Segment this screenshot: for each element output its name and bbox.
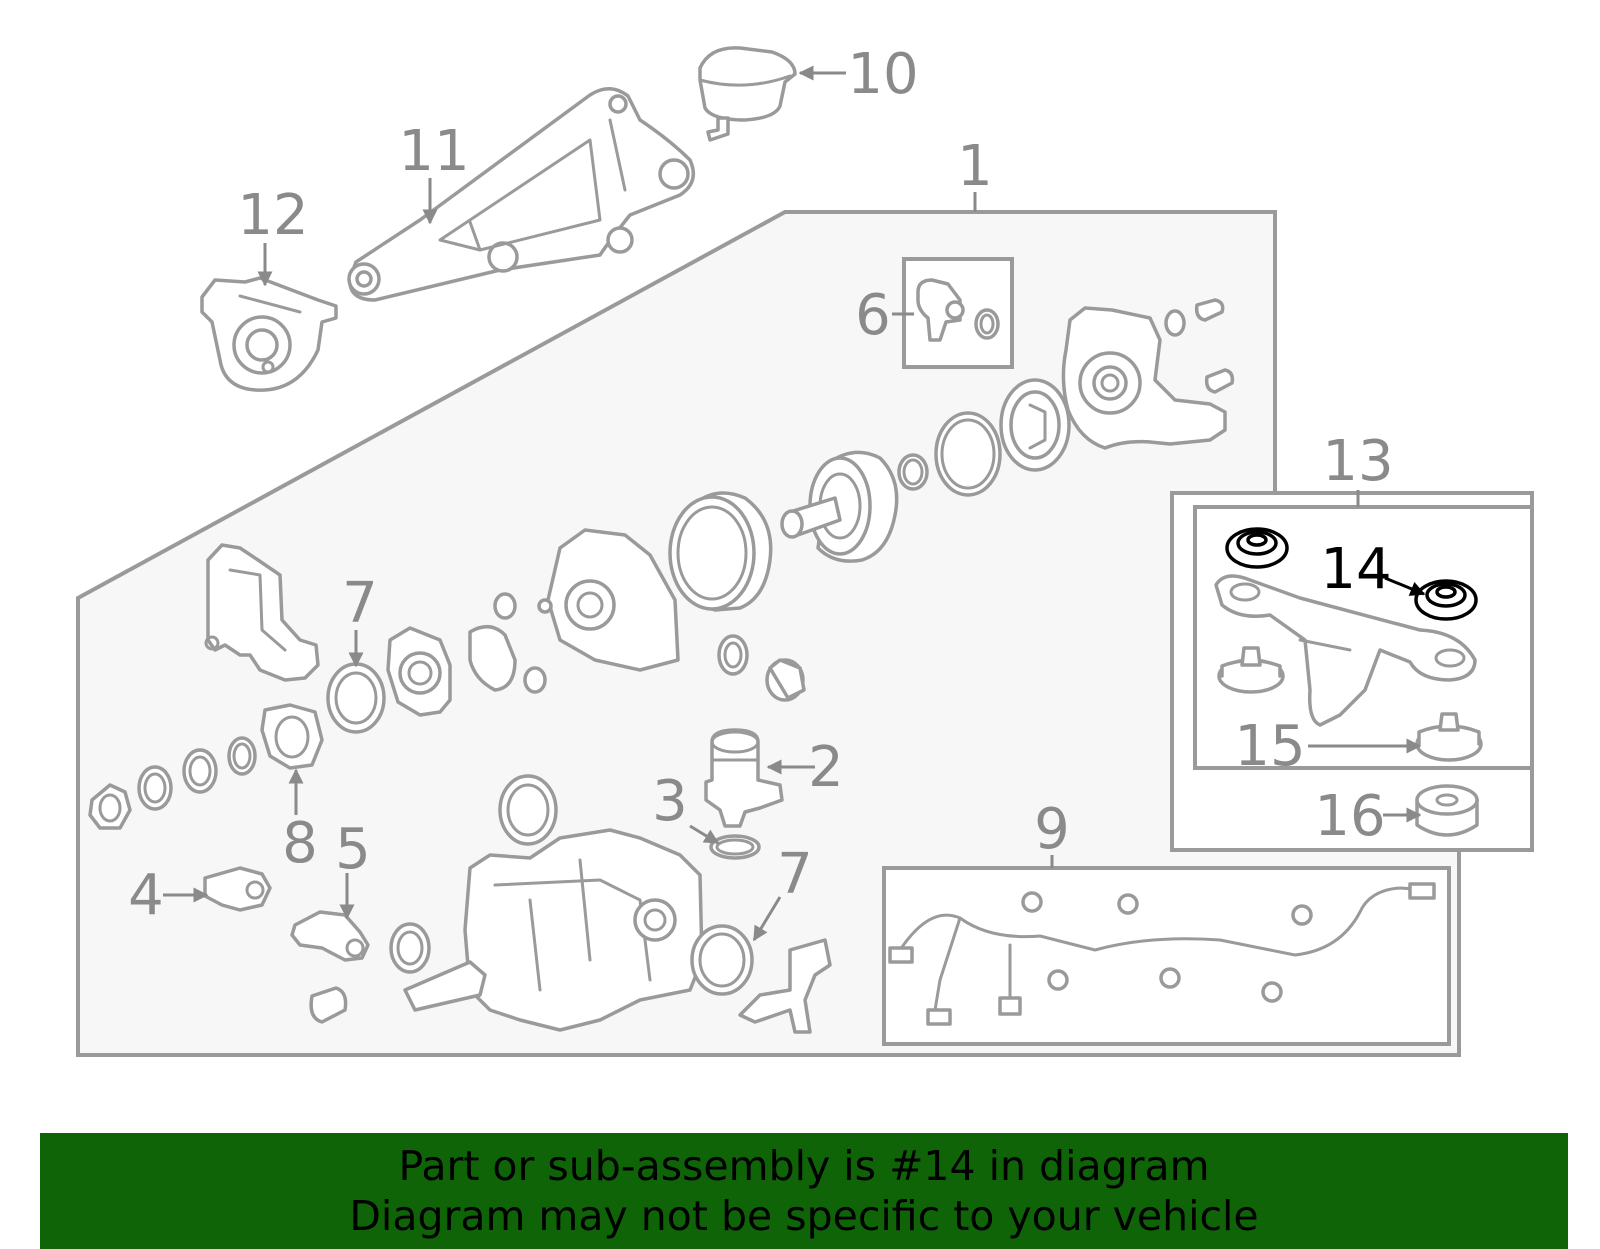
part-13-bracket (1214, 574, 1477, 727)
callout-2: 2 (808, 735, 844, 800)
part-8-housing (260, 703, 324, 770)
callout-7-lower: 7 (777, 842, 813, 907)
callout-8: 8 (282, 811, 318, 876)
banner-line-2: Diagram may not be specific to your vehi… (349, 1192, 1259, 1240)
part-6-sensor (916, 278, 1000, 342)
part-2-motor (704, 728, 784, 828)
part-clutch-assembly (468, 378, 1071, 702)
part-7-seal-lower (690, 924, 754, 996)
part-9-wire-harness (888, 882, 1436, 1026)
info-banner: Part or sub-assembly is #14 in diagram D… (40, 1133, 1568, 1249)
part-15-mount-left (1217, 646, 1285, 694)
callout-11: 11 (398, 119, 469, 184)
parts-diagram: 1 2 3 4 5 6 7 7 8 9 10 11 12 13 14 15 16 (76, 42, 1534, 1057)
part-cover-right (1061, 298, 1235, 450)
part-14-bushing-right (1414, 579, 1478, 621)
banner-line-1: Part or sub-assembly is #14 in diagram (398, 1142, 1210, 1190)
callout-13: 13 (1322, 429, 1393, 494)
part-washer-lower (389, 922, 431, 974)
part-7-seal-upper (326, 662, 386, 734)
group-9-box (882, 866, 1451, 1046)
part-differential-case (403, 774, 704, 1032)
part-14-bushing-left (1225, 527, 1289, 569)
callout-9: 9 (1034, 797, 1070, 862)
callout-1: 1 (957, 134, 993, 199)
callout-10: 10 (847, 42, 918, 107)
part-5-sensor (290, 910, 370, 962)
part-12-mount (200, 276, 338, 392)
part-bracket-lower (738, 938, 832, 1034)
callout-3: 3 (652, 769, 688, 834)
part-11-subframe (347, 87, 696, 302)
callout-12: 12 (237, 183, 308, 248)
part-washers-left (88, 736, 257, 830)
part-4-sensor (203, 866, 272, 912)
callout-16: 16 (1314, 784, 1385, 849)
part-bushing-lower (309, 986, 348, 1024)
callout-4: 4 (128, 863, 164, 928)
callout-6: 6 (855, 283, 891, 348)
callout-15: 15 (1234, 714, 1305, 779)
callout-7-upper: 7 (342, 571, 378, 636)
part-10-reservoir (698, 46, 797, 142)
callout-5: 5 (335, 817, 371, 882)
part-bearing-housing (386, 626, 452, 717)
part-3-o-ring (709, 834, 761, 860)
part-16-bushing (1415, 784, 1479, 837)
part-15-mount-right (1415, 712, 1483, 762)
callout-14: 14 (1320, 537, 1391, 602)
part-bracket-left (204, 543, 320, 682)
